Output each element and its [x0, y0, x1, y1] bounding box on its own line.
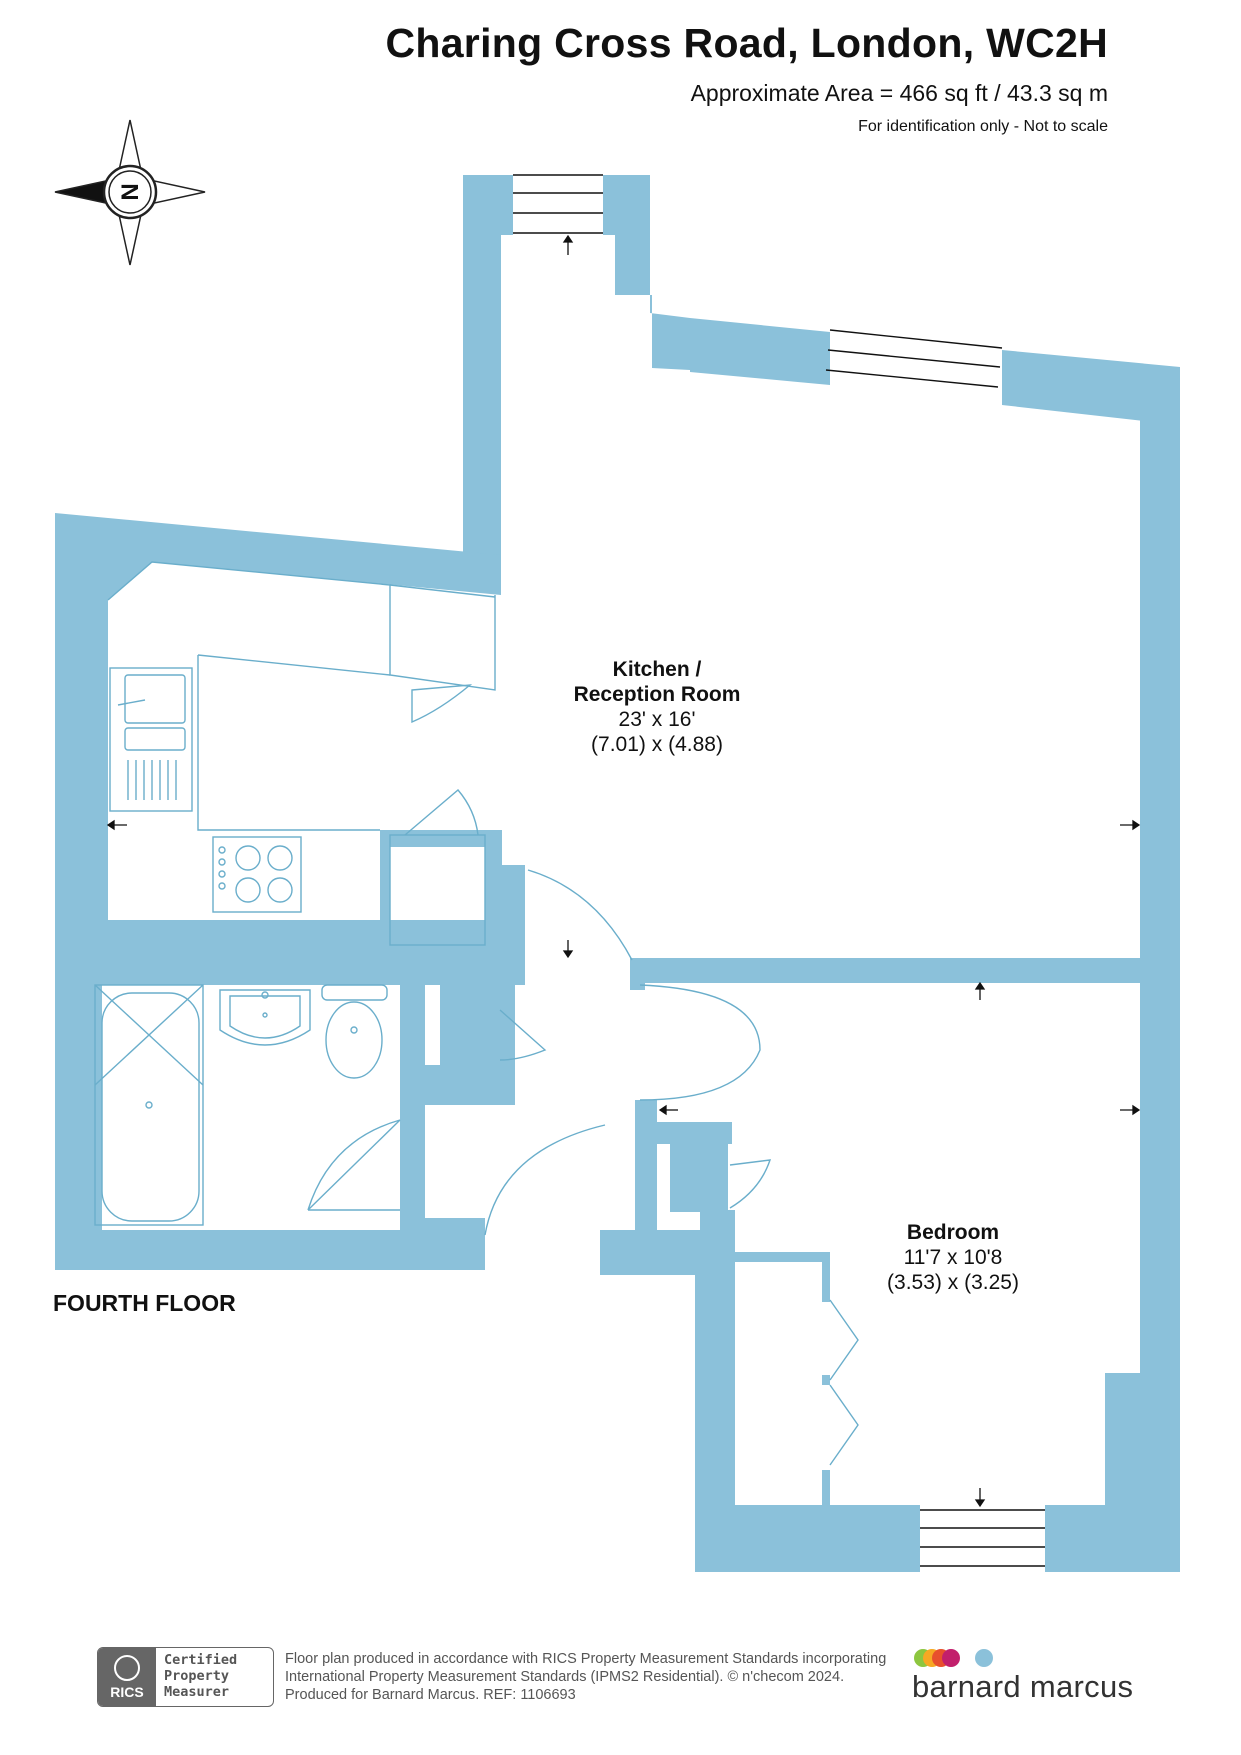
dimension-arrows [106, 234, 1141, 1508]
footer-line1: Floor plan produced in accordance with R… [285, 1651, 887, 1667]
room-dimensions-imperial: 11'7 x 10'8 [903, 1246, 1003, 1269]
rics-certified-badge: RICS Certified Property Measurer [97, 1647, 274, 1707]
brand-name: barnard marcus [912, 1669, 1134, 1704]
fixtures [94, 561, 859, 1466]
barnard-marcus-logo: barnard marcus [912, 1647, 1134, 1707]
room-name-line2: Reception Room [573, 683, 741, 706]
room-label-bedroom: Bedroom 11'7 x 10'8 (3.53) x (3.25) [887, 1220, 1019, 1295]
footer-line3: Produced for Barnard Marcus. REF: 110669… [285, 1687, 576, 1703]
brand-dots-icon [914, 1649, 993, 1667]
compass-north-label: N [117, 183, 144, 200]
room-name-line1: Kitchen / [612, 658, 702, 681]
floor-label: FOURTH FLOOR [53, 1290, 236, 1316]
windows [513, 174, 1045, 1567]
rics-line3: Measurer [164, 1684, 230, 1700]
room-label-kitchen-reception: Kitchen / Reception Room 23' x 16' (7.01… [574, 657, 741, 757]
room-dimensions-metric: (3.53) x (3.25) [887, 1271, 1019, 1294]
area-summary: Approximate Area = 466 sq ft / 43.3 sq m [690, 80, 1108, 106]
room-dimensions-imperial: 23' x 16' [618, 708, 696, 731]
compass-icon: N [54, 119, 206, 266]
room-name: Bedroom [906, 1221, 1000, 1244]
rics-line2: Property [164, 1668, 230, 1684]
rics-line1: Certified [164, 1652, 238, 1668]
walls [55, 175, 1180, 1572]
rics-badge-text: RICS [110, 1683, 144, 1700]
room-dimensions-metric: (7.01) x (4.88) [591, 733, 723, 756]
plan-title: Charing Cross Road, London, WC2H [385, 20, 1108, 66]
footer-disclaimer: Floor plan produced in accordance with R… [285, 1650, 886, 1704]
rics-logo: RICS [98, 1648, 156, 1706]
rics-seal-icon [114, 1654, 140, 1681]
footer-line2: International Property Measurement Stand… [285, 1669, 845, 1685]
rics-certification-text: Certified Property Measurer [156, 1648, 245, 1706]
scale-disclaimer: For identification only - Not to scale [858, 118, 1108, 135]
